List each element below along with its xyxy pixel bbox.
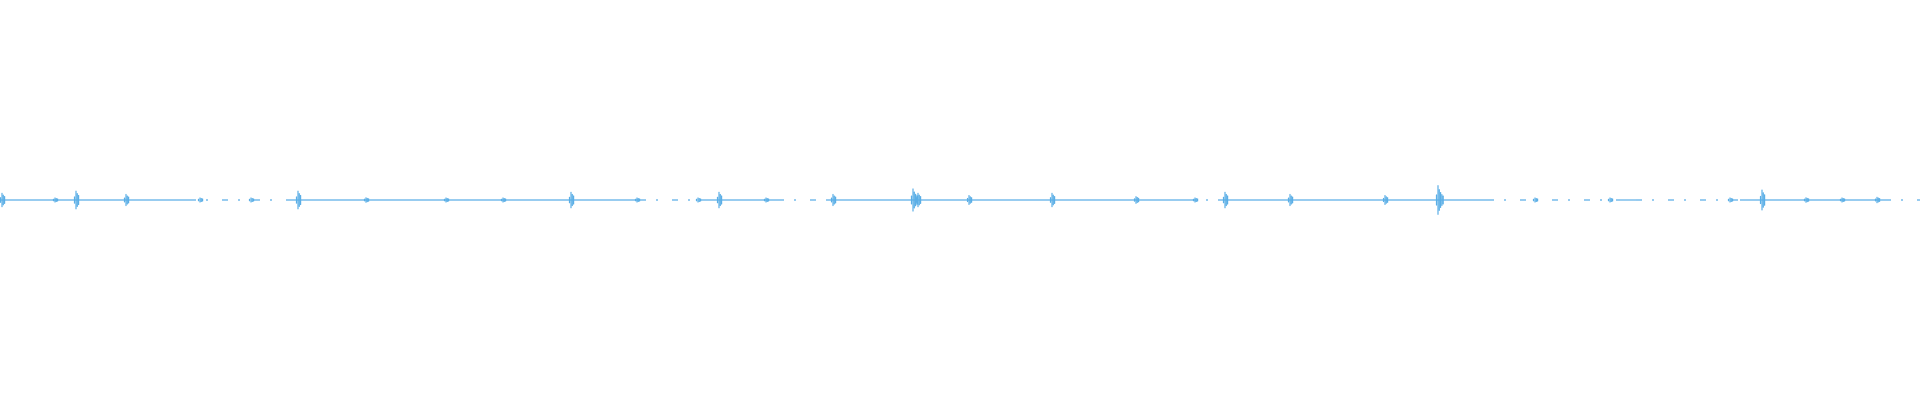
waveform-transient bbox=[1803, 197, 1810, 203]
waveform-transient bbox=[568, 191, 575, 209]
waveform-transient bbox=[634, 197, 641, 203]
waveform-transient bbox=[500, 197, 507, 203]
waveform-transient bbox=[1839, 197, 1846, 203]
waveform-transient bbox=[123, 193, 130, 207]
waveform-transient bbox=[363, 197, 370, 203]
waveform-transient bbox=[1532, 197, 1539, 203]
waveform-transient bbox=[0, 192, 6, 208]
waveform-transient bbox=[295, 190, 302, 210]
waveform-transient bbox=[248, 197, 255, 203]
waveform-transient bbox=[716, 191, 723, 209]
waveform-transient bbox=[1222, 191, 1229, 209]
waveform-transient bbox=[1192, 197, 1199, 203]
waveform-transient bbox=[197, 197, 204, 203]
waveform-transient bbox=[763, 197, 770, 203]
waveform-transient bbox=[1435, 185, 1444, 215]
waveform-transient bbox=[1759, 189, 1766, 211]
waveform-transient bbox=[1607, 197, 1614, 203]
waveform-transient bbox=[830, 193, 837, 207]
waveform-transient bbox=[1049, 192, 1056, 208]
waveform-transient bbox=[1382, 195, 1389, 205]
waveform-transient bbox=[695, 197, 702, 203]
waveform-transient bbox=[1874, 196, 1881, 204]
waveform-transient bbox=[1133, 196, 1140, 204]
waveform-transient bbox=[1727, 197, 1734, 203]
waveform-transient bbox=[1287, 193, 1294, 207]
waveform-transient bbox=[915, 192, 922, 208]
waveform-transient bbox=[443, 197, 450, 203]
waveform-transient bbox=[52, 197, 59, 203]
waveform-transient bbox=[966, 195, 973, 205]
waveform-transient bbox=[73, 190, 80, 210]
